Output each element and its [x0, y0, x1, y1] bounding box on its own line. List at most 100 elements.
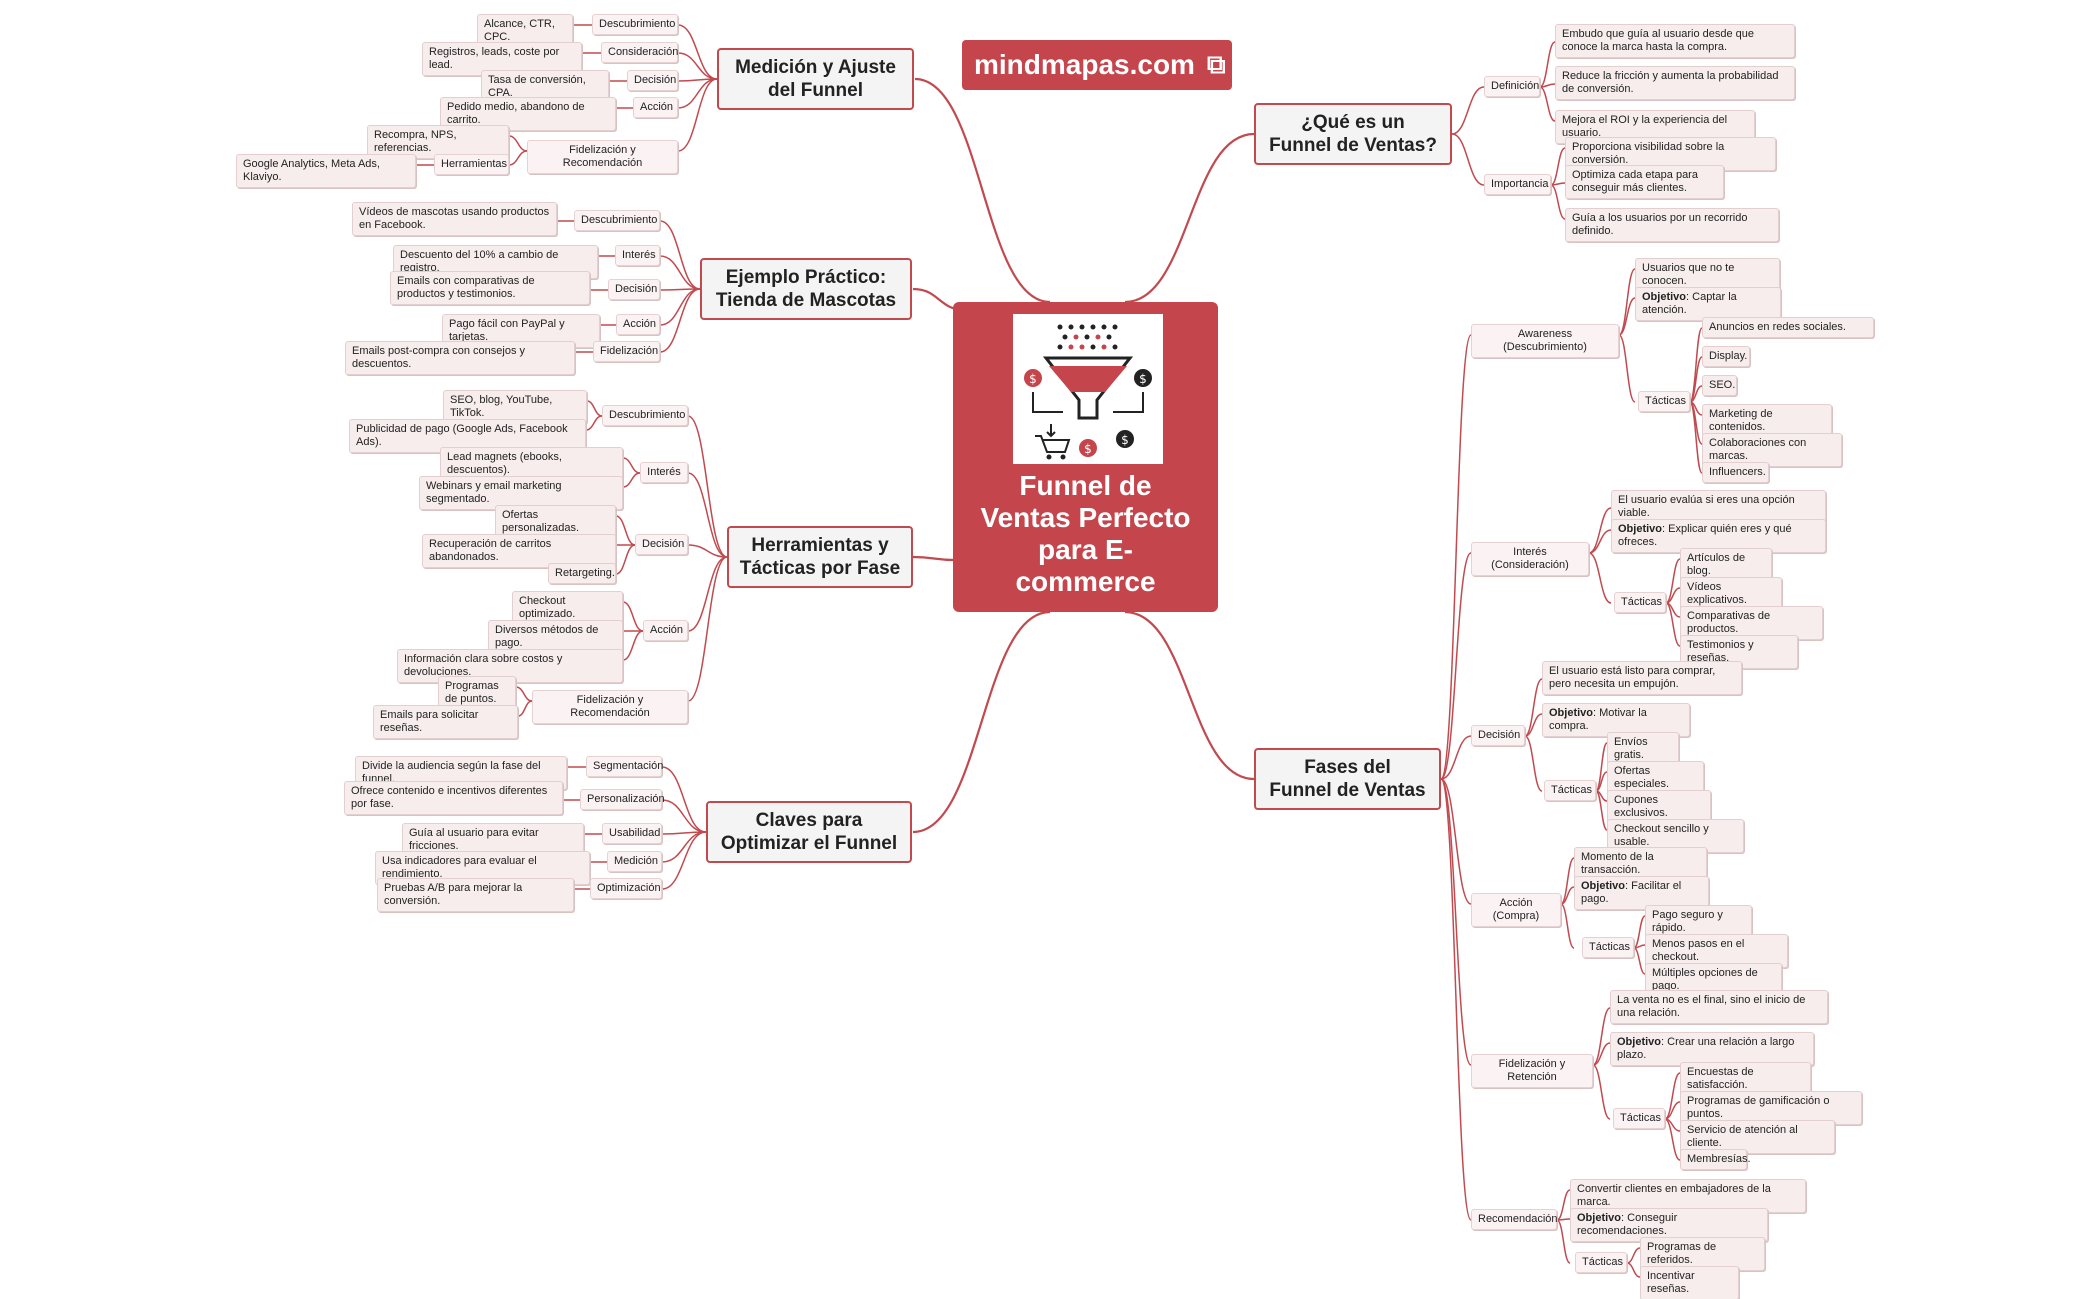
sub-personalizacion[interactable]: Personalización: [580, 789, 665, 810]
leaf[interactable]: Comparativas de productos.: [1680, 606, 1823, 640]
sub-interes[interactable]: Interés: [640, 462, 688, 483]
topic-ejemplo[interactable]: Ejemplo Práctico:Tienda de Mascotas: [700, 258, 912, 320]
leaf[interactable]: Influencers.: [1702, 462, 1769, 483]
leaf[interactable]: Optimiza cada etapa para conseguir más c…: [1565, 165, 1724, 199]
leaf[interactable]: Servicio de atención al cliente.: [1680, 1120, 1835, 1154]
sub-accion-compra[interactable]: Acción (Compra): [1471, 893, 1561, 927]
sub-accion[interactable]: Acción: [616, 314, 660, 335]
objective-prefix: Objetivo: [1618, 523, 1663, 535]
sub-tacticas[interactable]: Tácticas: [1575, 1252, 1627, 1273]
leaf[interactable]: Anuncios en redes sociales.: [1702, 317, 1874, 338]
leaf[interactable]: Emails con comparativas de productos y t…: [390, 271, 590, 305]
objective-leaf[interactable]: Objetivo: Captar la atención.: [1635, 287, 1781, 321]
connector-line: [912, 555, 956, 562]
objective-leaf[interactable]: Objetivo: Facilitar el pago.: [1574, 876, 1709, 910]
sub-decision[interactable]: Decisión: [627, 70, 678, 91]
leaf[interactable]: Cupones exclusivos.: [1607, 790, 1711, 824]
sub-herramientas[interactable]: Herramientas: [434, 154, 509, 175]
objective-leaf[interactable]: Objetivo: Conseguir recomendaciones.: [1570, 1208, 1768, 1242]
leaf[interactable]: Programas de puntos.: [438, 676, 516, 710]
leaf[interactable]: Convertir clientes en embajadores de la …: [1570, 1179, 1806, 1213]
sub-medicion[interactable]: Medición: [607, 851, 662, 872]
leaf[interactable]: Registros, leads, coste por lead.: [422, 42, 582, 76]
sub-decision[interactable]: Decisión: [608, 279, 660, 300]
leaf[interactable]: Vídeos de mascotas usando productos en F…: [352, 202, 557, 236]
leaf[interactable]: Recuperación de carritos abandonados.: [422, 534, 616, 568]
sub-recomendacion[interactable]: Recomendación: [1471, 1209, 1558, 1230]
leaf[interactable]: Programas de referidos.: [1640, 1237, 1765, 1271]
leaf[interactable]: Diversos métodos de pago.: [488, 620, 623, 654]
leaf[interactable]: Lead magnets (ebooks, descuentos).: [440, 447, 623, 481]
leaf[interactable]: Programas de gamificación o puntos.: [1680, 1091, 1862, 1125]
leaf[interactable]: Emails post-compra con consejos y descue…: [345, 341, 575, 375]
leaf[interactable]: Incentivar reseñas.: [1640, 1266, 1739, 1299]
sub-importancia[interactable]: Importancia: [1484, 174, 1551, 195]
objective-leaf[interactable]: Objetivo: Crear una relación a largo pla…: [1610, 1032, 1814, 1066]
sub-decision[interactable]: Decisión: [635, 534, 688, 555]
leaf[interactable]: Artículos de blog.: [1680, 548, 1772, 582]
leaf[interactable]: Emails para solicitar reseñas.: [373, 705, 518, 739]
connector-line: [687, 556, 728, 702]
topic-title-line: Herramientas y: [751, 535, 889, 556]
leaf[interactable]: Guía a los usuarios por un recorrido def…: [1565, 208, 1779, 242]
leaf[interactable]: Vídeos explicativos.: [1680, 577, 1782, 611]
leaf[interactable]: Ofrece contenido e incentivos diferentes…: [344, 781, 563, 815]
sub-consideracion[interactable]: Consideración: [601, 42, 678, 63]
central-topic[interactable]: $ $ $ $ Funnel de Ventas Perfecto para E…: [953, 302, 1218, 612]
leaf[interactable]: Pago seguro y rápido.: [1645, 905, 1752, 939]
objective-leaf[interactable]: Objetivo: Motivar la compra.: [1542, 703, 1690, 737]
topic-title-line: del Funnel: [767, 80, 863, 101]
sub-fidelizacion[interactable]: Fidelización: [593, 341, 660, 362]
leaf[interactable]: Marketing de contenidos.: [1702, 404, 1832, 438]
leaf[interactable]: Recompra, NPS, referencias.: [367, 125, 509, 159]
sub-tacticas[interactable]: Tácticas: [1544, 780, 1596, 801]
sub-awareness[interactable]: Awareness (Descubrimiento): [1471, 324, 1619, 358]
sub-accion[interactable]: Acción: [643, 620, 688, 641]
brand-link[interactable]: mindmapas.com ⧉: [962, 40, 1232, 90]
objective-leaf[interactable]: Objetivo: Explicar quién eres y qué ofre…: [1611, 519, 1826, 553]
sub-definicion[interactable]: Definición: [1484, 76, 1540, 97]
sub-fidelizacion-recomendacion[interactable]: Fidelización y Recomendación: [527, 140, 678, 174]
leaf[interactable]: Usuarios que no te conocen.: [1635, 258, 1780, 292]
leaf[interactable]: La venta no es el final, sino el inicio …: [1610, 990, 1828, 1024]
sub-fidelizacion-retencion[interactable]: Fidelización y Retención: [1471, 1054, 1593, 1088]
connector-line: [1440, 552, 1472, 780]
sub-tacticas[interactable]: Tácticas: [1638, 391, 1690, 412]
sub-interes[interactable]: Interés: [615, 245, 660, 266]
leaf[interactable]: Display.: [1702, 346, 1750, 367]
sub-descubrimiento[interactable]: Descubrimiento: [592, 14, 678, 35]
leaf[interactable]: Membresías.: [1680, 1149, 1751, 1170]
sub-segmentacion[interactable]: Segmentación: [586, 756, 663, 777]
sub-fidelizacion-recomendacion[interactable]: Fidelización y Recomendación: [532, 690, 688, 724]
sub-accion[interactable]: Acción: [633, 97, 678, 118]
leaf[interactable]: Encuestas de satisfacción.: [1680, 1062, 1811, 1096]
sub-optimizacion[interactable]: Optimización: [590, 878, 662, 899]
leaf[interactable]: Google Analytics, Meta Ads, Klaviyo.: [236, 154, 416, 188]
leaf[interactable]: Ofertas especiales.: [1607, 761, 1704, 795]
leaf[interactable]: El usuario evalúa si eres una opción via…: [1611, 490, 1826, 524]
leaf[interactable]: Menos pasos en el checkout.: [1645, 934, 1788, 968]
sub-tacticas[interactable]: Tácticas: [1613, 1108, 1665, 1129]
leaf[interactable]: Pruebas A/B para mejorar la conversión.: [377, 878, 574, 912]
leaf[interactable]: Momento de la transacción.: [1574, 847, 1707, 881]
leaf[interactable]: Reduce la fricción y aumenta la probabil…: [1555, 66, 1795, 100]
sub-tacticas[interactable]: Tácticas: [1582, 937, 1634, 958]
leaf[interactable]: Retargeting.: [548, 563, 616, 584]
leaf[interactable]: Checkout optimizado.: [512, 591, 623, 625]
sub-tacticas[interactable]: Tácticas: [1614, 592, 1666, 613]
leaf[interactable]: Colaboraciones con marcas.: [1702, 433, 1842, 467]
sub-descubrimiento[interactable]: Descubrimiento: [602, 405, 688, 426]
leaf[interactable]: Embudo que guía al usuario desde que con…: [1555, 24, 1795, 58]
leaf[interactable]: SEO.: [1702, 375, 1737, 396]
leaf[interactable]: El usuario está listo para comprar, pero…: [1542, 661, 1742, 695]
sub-usabilidad[interactable]: Usabilidad: [602, 823, 662, 844]
connector-line: [517, 700, 533, 717]
sub-decision[interactable]: Decisión: [1471, 725, 1525, 746]
sub-descubrimiento[interactable]: Descubrimiento: [574, 210, 660, 231]
sub-interes[interactable]: Interés (Consideración): [1471, 542, 1589, 576]
